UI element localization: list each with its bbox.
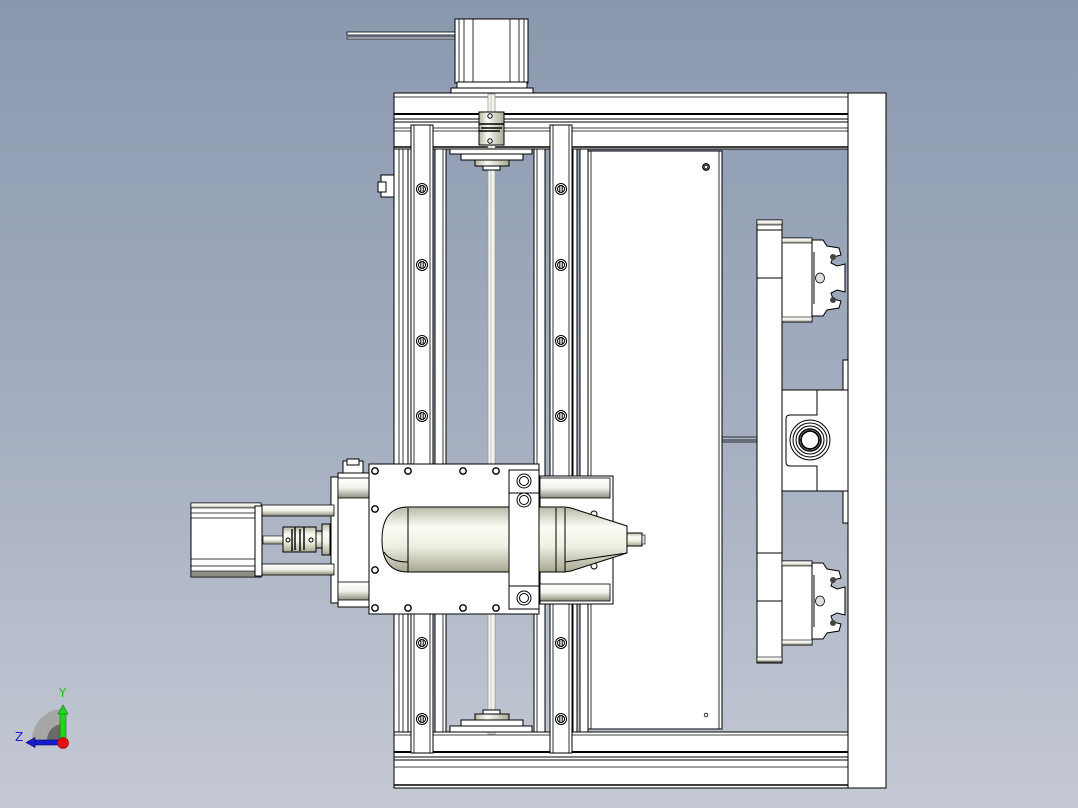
right-bearing-block[interactable]: [781, 389, 849, 492]
top-shaft-coupling[interactable]: [478, 111, 505, 146]
lead-screw[interactable]: [487, 93, 496, 735]
top-stepper-motor[interactable]: [346, 18, 534, 95]
side-mount-plate[interactable]: [330, 458, 371, 608]
clamp-bracket[interactable]: [508, 469, 540, 610]
view-orientation-triad[interactable]: [10, 685, 80, 750]
vertical-linear-rails[interactable]: [407, 124, 589, 754]
triad-y-label: Y: [59, 686, 67, 700]
aluminum-profile-frame[interactable]: [377, 92, 887, 789]
origin-icon: [57, 737, 69, 749]
cylindrical-workpiece[interactable]: [381, 506, 646, 573]
side-stepper-motor[interactable]: [190, 502, 263, 578]
side-shaft-coupling[interactable]: [282, 523, 331, 556]
end-bearing-supports[interactable]: [449, 148, 533, 733]
base-plate[interactable]: [587, 150, 783, 730]
triad-z-label: Z: [15, 730, 24, 744]
